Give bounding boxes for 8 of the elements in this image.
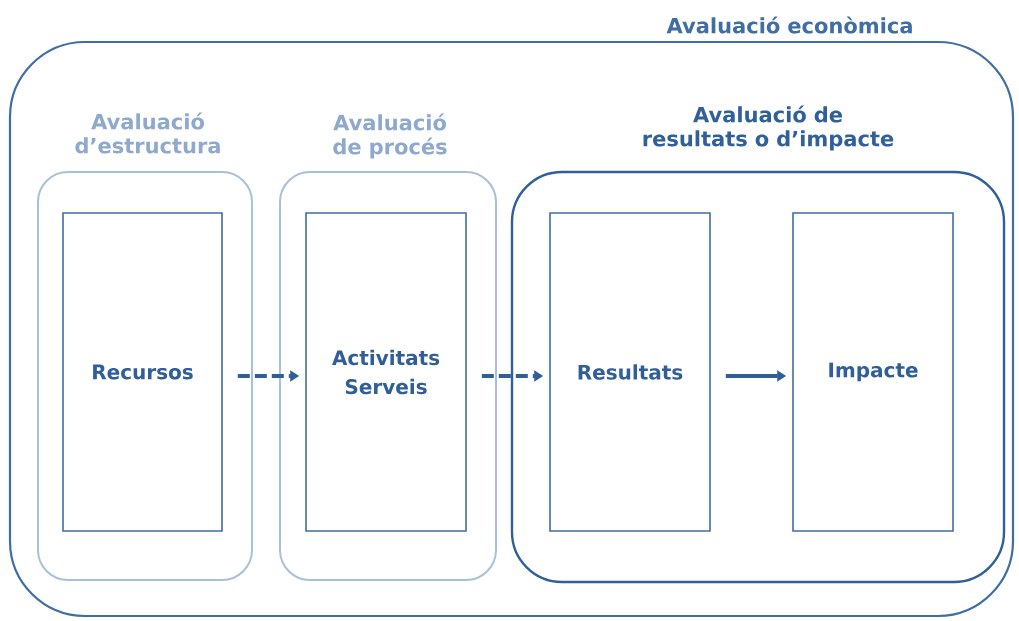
process-box: Impacte (792, 212, 954, 532)
node-label: Avaluació d’estructura (75, 112, 220, 154)
process-box: Activitats Serveis (305, 212, 467, 532)
node-label: Avaluació de procés (333, 113, 447, 159)
node-label: Avaluació de resultats o d’impacte (643, 105, 894, 151)
node-label: Avaluació econòmica (666, 16, 912, 34)
process-box: Recursos (62, 212, 223, 532)
process-box: Resultats (549, 212, 711, 532)
